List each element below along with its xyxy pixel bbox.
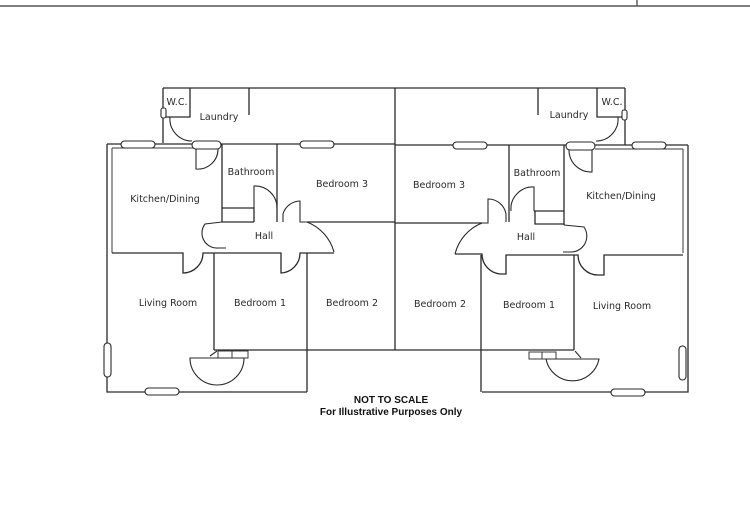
label-bedroom3-right: Bedroom 3 [413,180,465,191]
door-kitchen-back-frame-r [565,141,596,151]
window-kitchen [120,140,156,149]
entry-step-r2 [528,351,543,360]
wc-door-jamb-r [621,109,628,121]
entry-step [217,350,249,359]
wc-door-swing [169,116,193,142]
wall-closet-r [534,211,564,225]
label-hall-right: Hall [517,232,535,243]
label-wc-right: W.C. [602,97,623,108]
window-bedroom3 [299,140,335,149]
door-kitchen-back-frame [191,140,222,150]
door-front-swing-r [545,358,600,382]
label-kitchen-left: Kitchen/Dining [130,194,200,205]
window-living-front [144,387,180,396]
door-kitchen-back-swing [195,148,219,170]
door-hall-kitchen-r [563,224,588,253]
label-living-right: Living Room [593,301,651,312]
door-front-leaf [209,350,218,357]
window-kitchen-r [631,141,667,150]
label-bedroom3-left: Bedroom 3 [316,179,368,190]
label-living-left: Living Room [139,298,197,309]
window-living-side [103,342,112,378]
door-hall-kitchen [201,221,226,249]
wall-bathroom-closet [222,207,255,222]
door-hall-bedroom3 [282,200,335,253]
door-hall-bedroom3-r [454,198,507,255]
label-bedroom2-right: Bedroom 2 [414,299,466,310]
wc-door-swing-r [595,116,619,142]
window-bedroom3-r [452,141,488,150]
label-bedroom2-left: Bedroom 2 [326,298,378,309]
window-living-front-r [610,388,646,397]
label-bathroom-right: Bathroom [514,168,561,179]
wc-door-jamb [160,107,167,119]
entry-step-r [541,351,557,360]
door-front-swing [189,357,245,386]
unit-left [103,87,396,396]
wall-hall-bottom [215,252,334,274]
label-hall-left: Hall [255,231,273,242]
wall-outer-right [482,145,689,393]
note-not-to-scale: NOT TO SCALE [354,395,429,406]
label-wc-left: W.C. [167,97,188,108]
door-bathroom-r [510,186,535,212]
label-kitchen-right: Kitchen/Dining [586,191,656,202]
door-front-leaf-r [574,350,582,359]
label-bedroom1-right: Bedroom 1 [503,300,555,311]
wall-wc-inner-r [596,88,623,118]
label-laundry-left: Laundry [200,112,239,123]
wall-living-top-r [574,254,683,276]
label-bathroom-left: Bathroom [228,167,275,178]
wall-living-top [112,252,215,274]
note-illustrative: For Illustrative Purposes Only [320,407,463,418]
wall-outer-left [106,144,307,393]
label-laundry-right: Laundry [550,110,589,121]
unit-right [395,87,689,397]
window-living-side-r [678,345,687,381]
wall-wc-inner [165,88,191,118]
door-kitchen-back-swing-r [568,149,593,173]
door-bathroom [253,185,278,209]
wall-hall-bottom-r [455,253,574,275]
label-bedroom1-left: Bedroom 1 [234,298,286,309]
